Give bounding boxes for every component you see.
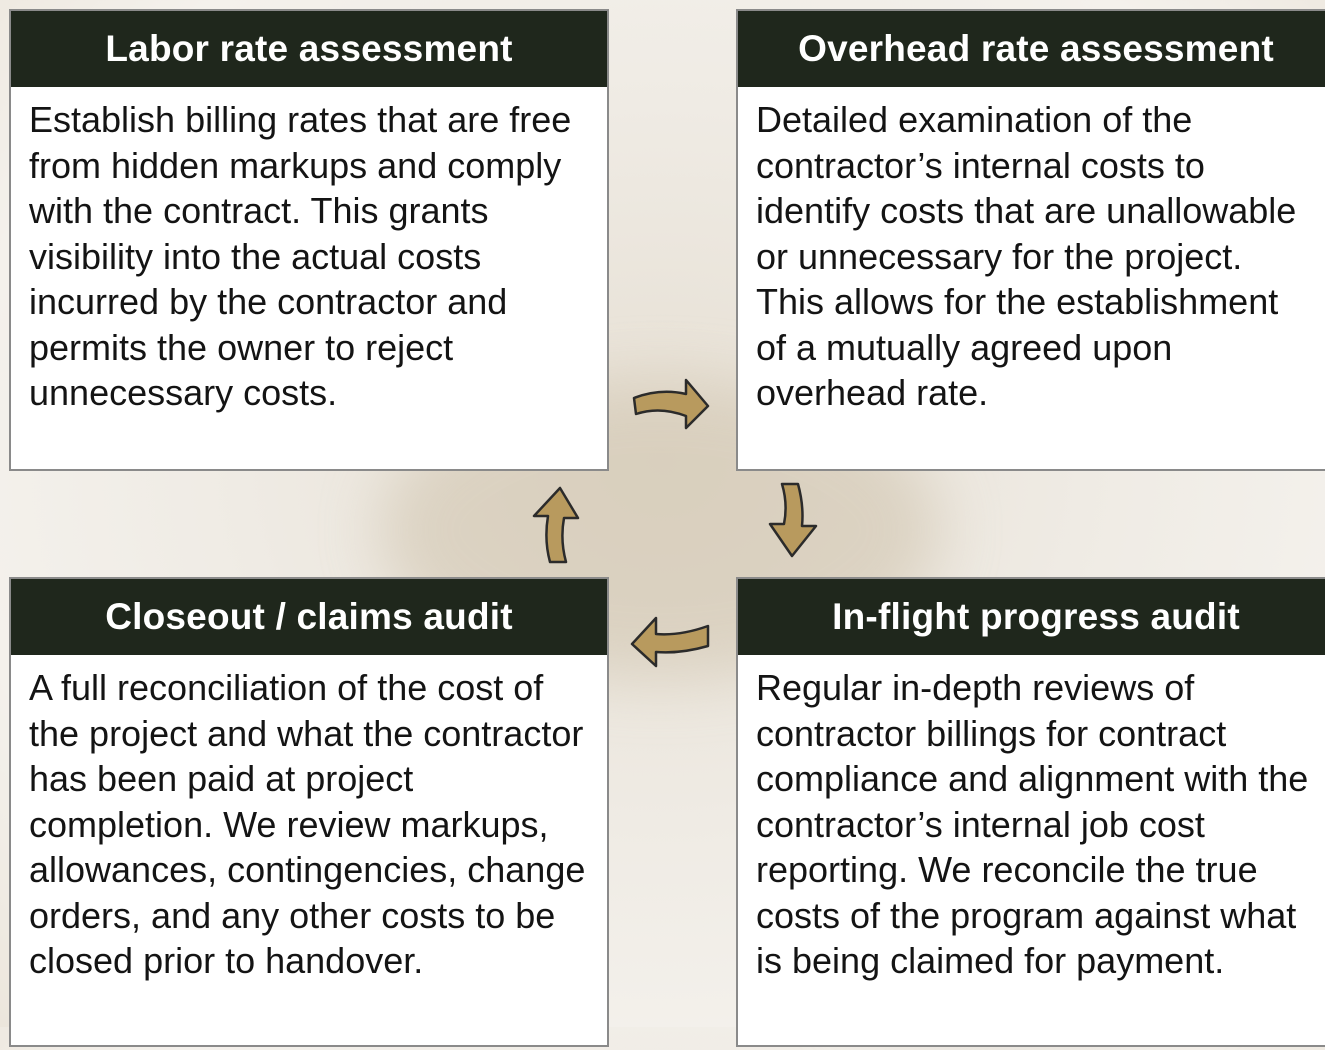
card-description: Establish billing rates that are free fr… <box>29 99 572 413</box>
overhead-rate-card: Overhead rate assessment Detailed examin… <box>736 9 1325 471</box>
card-title: Closeout / claims audit <box>11 579 607 655</box>
labor-rate-card: Labor rate assessment Establish billing … <box>9 9 609 471</box>
card-title: Overhead rate assessment <box>738 11 1325 87</box>
card-description: A full reconciliation of the cost of the… <box>29 667 586 981</box>
card-title: In-flight progress audit <box>738 579 1325 655</box>
card-title: Labor rate assessment <box>11 11 607 87</box>
curved-arrow-down-icon <box>768 482 818 558</box>
curved-arrow-left-icon <box>630 616 710 668</box>
in-flight-audit-card: In-flight progress audit Regular in-dept… <box>736 577 1325 1047</box>
card-description: Detailed examination of the contractor’s… <box>756 99 1297 413</box>
curved-arrow-right-icon <box>632 378 710 430</box>
curved-arrow-up-icon <box>532 486 580 564</box>
closeout-claims-card: Closeout / claims audit A full reconcili… <box>9 577 609 1047</box>
card-description: Regular in-depth reviews of contractor b… <box>756 667 1309 981</box>
